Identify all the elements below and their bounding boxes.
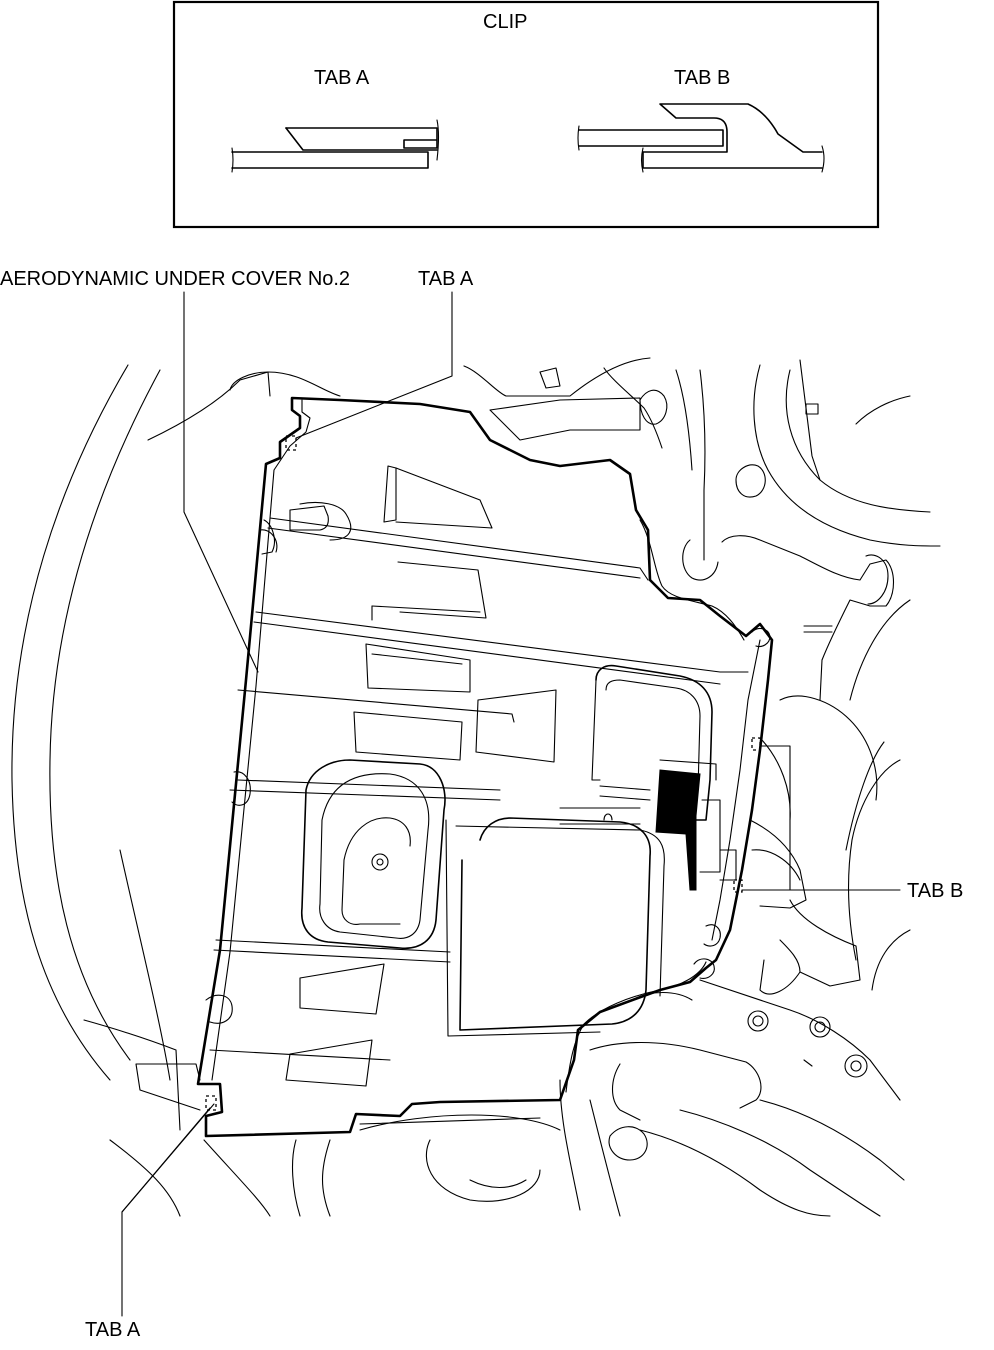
tab-b-clip-illustration xyxy=(577,103,825,173)
background-vehicle-structure xyxy=(11,357,941,1217)
leader-lines xyxy=(121,291,901,1317)
tab-a-bottom-callout-label: TAB A xyxy=(85,1319,141,1341)
clip-title: CLIP xyxy=(483,11,528,33)
cover-callout-label: AERODYNAMIC UNDER COVER No.2 xyxy=(0,268,351,290)
tab-b-right-callout-label: TAB B xyxy=(907,880,964,902)
tab-a-clip-illustration xyxy=(231,119,440,173)
clip-detail-box xyxy=(172,0,880,229)
clip-tab-b-label: TAB B xyxy=(674,67,731,89)
clip-tab-a-label: TAB A xyxy=(314,67,370,89)
aerodynamic-under-cover-panel xyxy=(196,396,774,1138)
tab-a-top-callout-label: TAB A xyxy=(418,268,474,290)
tab-markers xyxy=(205,435,761,1111)
